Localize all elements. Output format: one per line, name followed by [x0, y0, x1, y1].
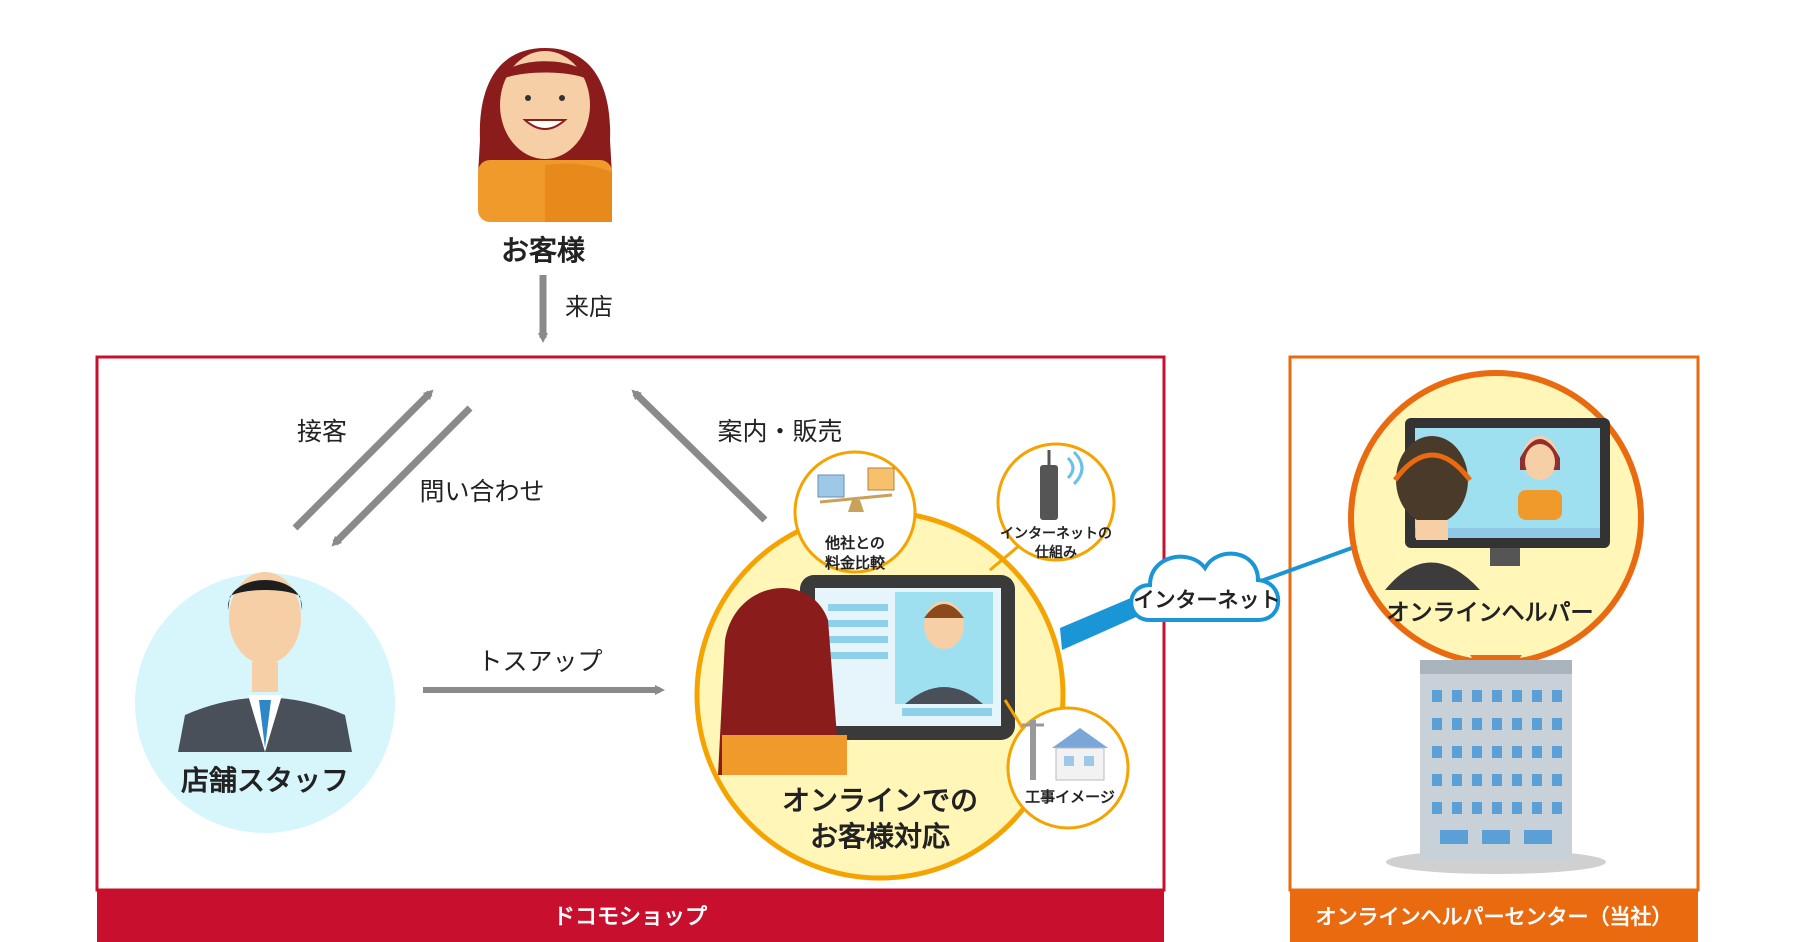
comparison-label-line2: 料金比較 [825, 554, 886, 572]
customer-person-icon [478, 48, 612, 222]
reception-arrow [292, 389, 434, 531]
toss-up-label: トスアップ [477, 647, 602, 676]
store-comparison-icon [817, 467, 895, 512]
online-service-label-line2: お客様対応 [810, 820, 950, 853]
customer-label: お客様 [501, 234, 586, 267]
house-icon [1022, 720, 1108, 781]
inquiry-label: 問い合わせ [419, 477, 544, 506]
guidance-sales-label: 案内・販売 [717, 417, 842, 446]
office-building-icon [1386, 660, 1606, 874]
connection-line-right [1249, 543, 1361, 587]
helper-center-label: オンラインヘルパーセンター（当社） [1316, 905, 1673, 929]
reception-label: 接客 [297, 417, 347, 446]
internet-cloud-label: インターネット [1134, 588, 1281, 612]
connection-beam-left [1060, 592, 1152, 650]
tablet-icon [800, 575, 1015, 740]
construction-label: 工事イメージ [1025, 788, 1115, 806]
internet-mech-connector [989, 543, 1021, 572]
cloud-icon [1129, 551, 1281, 622]
internet-mech-label-line1: インターネットの [1000, 526, 1112, 542]
inquiry-arrow [331, 405, 473, 547]
helper-person-icon [1385, 436, 1480, 590]
docomo-shop-label: ドコモショップ [553, 905, 708, 930]
online-helper-label: オンラインヘルパー [1387, 600, 1594, 626]
woman-back-icon [718, 587, 847, 775]
comparison-label-line1: 他社との [824, 534, 885, 552]
store-staff-label: 店舗スタッフ [181, 764, 349, 797]
router-icon [1040, 450, 1084, 520]
store-staff-person-icon [178, 572, 352, 752]
internet-mech-label-line2: 仕組み [1034, 544, 1077, 561]
visit-label: 来店 [565, 293, 613, 321]
online-service-label-line1: オンラインでの [782, 784, 978, 817]
guidance-sales-arrow [631, 389, 768, 523]
